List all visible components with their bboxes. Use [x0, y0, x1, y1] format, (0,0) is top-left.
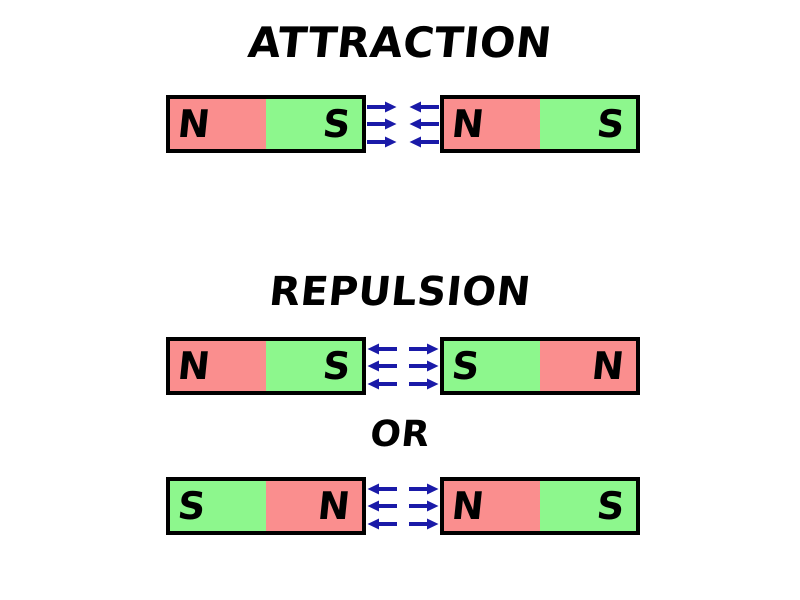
pole-label: S: [175, 484, 208, 528]
arrow-right-icon: [409, 483, 439, 495]
arrow-left-icon: [409, 118, 439, 130]
heading-attraction: ATTRACTION: [245, 18, 555, 67]
arrow-zone-or: [366, 477, 440, 535]
arrow-right-icon: [409, 518, 439, 530]
pole-south-right-repulsion: S: [266, 341, 362, 391]
arrow-left-icon: [409, 101, 439, 113]
pole-label: N: [449, 484, 487, 528]
arrow-left-icon: [409, 136, 439, 148]
pole-north-right-repulsion: N: [540, 341, 636, 391]
magnet-pair-attraction: N S: [166, 95, 640, 153]
arrow-group-left-attraction: [366, 95, 398, 153]
pole-south-left-repulsion: S: [444, 341, 540, 391]
pole-north-left-attraction-2: N: [444, 99, 540, 149]
magnet-right-attraction: N S: [440, 95, 640, 153]
pole-south-right-or: S: [540, 481, 636, 531]
arrow-left-icon: [367, 500, 397, 512]
pole-label: N: [175, 102, 213, 146]
pole-north-right-or: N: [266, 481, 362, 531]
magnet-left-or: S N: [166, 477, 366, 535]
arrow-zone-repulsion: [366, 337, 440, 395]
arrow-group-left-or: [366, 477, 398, 535]
heading-repulsion: REPULSION: [267, 269, 533, 315]
arrow-group-right-attraction: [408, 95, 440, 153]
arrow-group-left-repulsion: [366, 337, 398, 395]
arrow-right-icon: [367, 136, 397, 148]
arrow-right-icon: [367, 118, 397, 130]
pole-label: N: [449, 102, 487, 146]
magnet-left-attraction: N S: [166, 95, 366, 153]
pole-south-right-attraction: S: [266, 99, 362, 149]
arrow-right-icon: [367, 101, 397, 113]
arrow-group-right-repulsion: [408, 337, 440, 395]
arrow-left-icon: [367, 518, 397, 530]
arrow-left-icon: [367, 483, 397, 495]
pole-label: N: [589, 344, 627, 388]
pole-label: S: [320, 344, 353, 388]
pole-label: S: [594, 102, 627, 146]
magnet-right-repulsion: S N: [440, 337, 640, 395]
magnet-left-repulsion: N S: [166, 337, 366, 395]
magnet-pair-repulsion: N S: [166, 337, 640, 395]
heading-or: OR: [368, 414, 432, 455]
arrow-right-icon: [409, 378, 439, 390]
arrow-right-icon: [409, 360, 439, 372]
pole-label: S: [449, 344, 482, 388]
magnet-pair-or: S N: [166, 477, 640, 535]
pole-label: S: [594, 484, 627, 528]
magnet-right-or: N S: [440, 477, 640, 535]
pole-north-left-attraction: N: [170, 99, 266, 149]
pole-south-right-attraction-2: S: [540, 99, 636, 149]
pole-label: N: [315, 484, 353, 528]
pole-south-left-or: S: [170, 481, 266, 531]
arrow-right-icon: [409, 343, 439, 355]
pole-north-left-repulsion: N: [170, 341, 266, 391]
arrow-left-icon: [367, 343, 397, 355]
pole-label: S: [320, 102, 353, 146]
pole-label: N: [175, 344, 213, 388]
arrow-group-right-or: [408, 477, 440, 535]
arrow-left-icon: [367, 360, 397, 372]
pole-north-left-or: N: [444, 481, 540, 531]
arrow-zone-attraction: [366, 95, 440, 153]
arrow-right-icon: [409, 500, 439, 512]
arrow-left-icon: [367, 378, 397, 390]
